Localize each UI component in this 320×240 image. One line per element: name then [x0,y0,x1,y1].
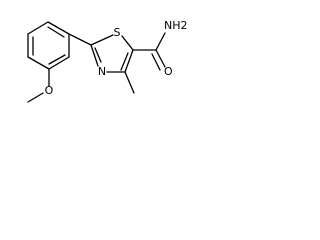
carboxamide-group [132,32,166,71]
bond [48,56,70,70]
bond [121,35,134,51]
bond [124,49,134,73]
bond [155,32,166,51]
bond [27,21,49,35]
bond [90,44,99,67]
bond [90,34,114,46]
bond [124,71,135,94]
benzene-ring [27,21,70,70]
double-bond-inner [48,54,66,65]
atom-label-n-thiazole: N [98,65,106,78]
bond [47,21,70,35]
molecule-structure: O S N NH2 O [27,19,188,103]
double-bond-inner [151,53,161,71]
atom-label-s-thiazole: S [114,26,121,39]
bond [27,56,50,70]
atom-label-o-amide: O [164,65,173,78]
bond [68,33,92,46]
double-bond-inner [47,26,65,38]
double-bond-inner [120,52,129,71]
methoxy-group [27,68,50,103]
atom-label-o-methoxy: O [45,84,54,97]
double-bond-inner [94,47,102,63]
bond [155,49,166,68]
bond [27,92,44,103]
thiazole-ring [90,34,134,73]
atom-label-nh2-amide: NH2 [164,19,188,32]
